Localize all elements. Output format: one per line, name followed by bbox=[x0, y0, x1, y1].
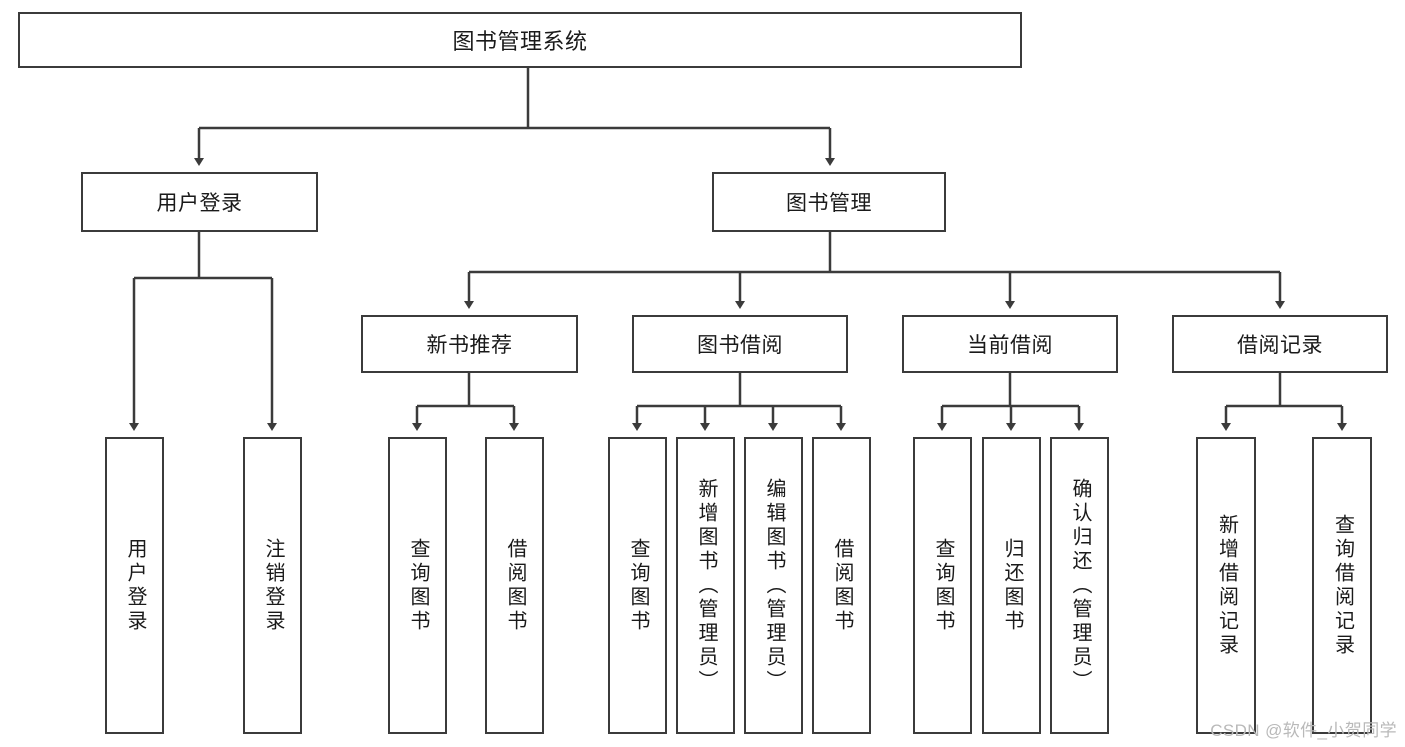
leaf-query-book-2[interactable]: 查询图书 bbox=[608, 437, 667, 734]
leaf-query-book-3-label: 查询图书 bbox=[932, 537, 954, 634]
node-root[interactable]: 图书管理系统 bbox=[18, 12, 1022, 68]
leaf-borrow-book-2-label: 借阅图书 bbox=[831, 537, 853, 634]
leaf-edit-book[interactable]: 编辑图书（管理员） bbox=[744, 437, 803, 734]
leaf-confirm-return-label: 确认归还（管理员） bbox=[1069, 477, 1091, 694]
leaf-add-record-label: 新增借阅记录 bbox=[1215, 513, 1238, 658]
leaf-return-book-label: 归还图书 bbox=[1001, 537, 1023, 634]
node-borrow-record[interactable]: 借阅记录 bbox=[1172, 315, 1388, 373]
node-borrow-record-label: 借阅记录 bbox=[1237, 334, 1323, 357]
node-new-book-rec[interactable]: 新书推荐 bbox=[361, 315, 578, 373]
node-book-manage[interactable]: 图书管理 bbox=[712, 172, 946, 232]
leaf-query-book-1-label: 查询图书 bbox=[407, 537, 429, 634]
node-user-login[interactable]: 用户登录 bbox=[81, 172, 318, 232]
leaf-user-logout-label: 注销登录 bbox=[262, 537, 284, 634]
node-book-borrow[interactable]: 图书借阅 bbox=[632, 315, 848, 373]
node-current-borrow[interactable]: 当前借阅 bbox=[902, 315, 1118, 373]
node-new-book-rec-label: 新书推荐 bbox=[426, 334, 513, 357]
leaf-borrow-book-1[interactable]: 借阅图书 bbox=[485, 437, 544, 734]
leaf-borrow-book-2[interactable]: 借阅图书 bbox=[812, 437, 871, 734]
leaf-query-book-2-label: 查询图书 bbox=[627, 537, 649, 634]
node-book-borrow-label: 图书借阅 bbox=[697, 334, 783, 357]
watermark: CSDN @软件_小贺同学 bbox=[1210, 721, 1397, 740]
leaf-edit-book-label: 编辑图书（管理员） bbox=[763, 477, 785, 694]
leaf-borrow-book-1-label: 借阅图书 bbox=[504, 537, 526, 634]
leaf-user-login-label: 用户登录 bbox=[124, 537, 146, 634]
leaf-user-login[interactable]: 用户登录 bbox=[105, 437, 164, 734]
leaf-add-record[interactable]: 新增借阅记录 bbox=[1196, 437, 1256, 734]
node-user-login-label: 用户登录 bbox=[156, 192, 243, 215]
leaf-add-book-label: 新增图书（管理员） bbox=[695, 477, 717, 694]
leaf-query-book-1[interactable]: 查询图书 bbox=[388, 437, 447, 734]
node-book-manage-label: 图书管理 bbox=[786, 192, 872, 215]
leaf-user-logout[interactable]: 注销登录 bbox=[243, 437, 302, 734]
leaf-query-record[interactable]: 查询借阅记录 bbox=[1312, 437, 1372, 734]
node-current-borrow-label: 当前借阅 bbox=[967, 334, 1053, 357]
leaf-return-book[interactable]: 归还图书 bbox=[982, 437, 1041, 734]
leaf-add-book[interactable]: 新增图书（管理员） bbox=[676, 437, 735, 734]
leaf-query-record-label: 查询借阅记录 bbox=[1331, 513, 1354, 658]
leaf-query-book-3[interactable]: 查询图书 bbox=[913, 437, 972, 734]
node-root-label: 图书管理系统 bbox=[452, 29, 588, 54]
leaf-confirm-return[interactable]: 确认归还（管理员） bbox=[1050, 437, 1109, 734]
